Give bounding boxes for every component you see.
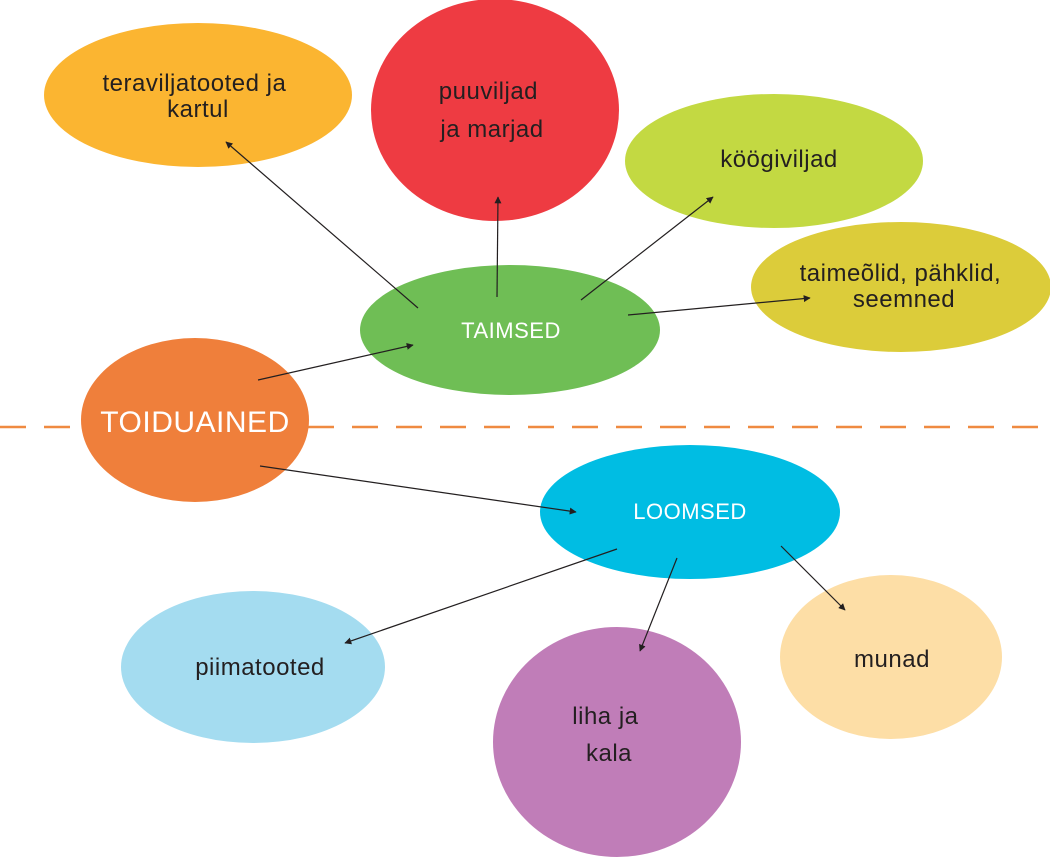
node-koogiviljad (625, 94, 923, 228)
label-munad: munad (854, 646, 930, 673)
label-toiduained: TOIDUAINED (100, 406, 289, 439)
label-puuviljad-line-2: ja marjad (439, 116, 543, 143)
node-munad (780, 575, 1002, 739)
node-taimeolid (751, 222, 1050, 352)
label-taimeolid-line-1: taimeõlid, pähklid, (800, 260, 1002, 287)
arrow-loomsed-to-liha-ja-kala (639, 557, 678, 652)
node-toiduained (81, 338, 309, 502)
label-teraviljatooted-line-2: kartul (167, 96, 229, 123)
label-puuviljad: puuviljad ja marjad (439, 78, 545, 143)
label-teraviljatooted: teraviljatooted ja kartul (103, 70, 294, 123)
label-teraviljatooted-line-1: teraviljatooted ja (103, 70, 287, 97)
arrow-toiduained-to-loomsed (259, 465, 577, 515)
label-liha-ja-kala-line-1: liha ja (572, 703, 638, 730)
label-taimeolid-line-2: seemned (853, 286, 955, 313)
node-teraviljatooted (44, 23, 352, 167)
node-loomsed (540, 445, 840, 579)
label-liha-ja-kala: liha ja kala (572, 703, 645, 767)
node-piimatooted (121, 591, 385, 743)
label-taimeolid: taimeõlid, pähklid, seemned (800, 260, 1009, 313)
label-loomsed: LOOMSED (633, 499, 747, 524)
arrow-taimsed-to-koogiviljad (580, 196, 714, 301)
arrow-loomsed-to-munad (780, 545, 846, 611)
arrow-taimsed-to-teraviljatooted (225, 141, 419, 309)
label-liha-ja-kala-line-2: kala (586, 740, 632, 767)
label-piimatooted: piimatooted (195, 654, 325, 681)
label-taimsed: TAIMSED (461, 318, 561, 343)
node-puuviljad (371, 0, 619, 221)
arrow-taimsed-to-puuviljad (494, 196, 502, 298)
arrow-loomsed-to-piimatooted (344, 548, 618, 645)
arrow-taimsed-to-taimeolid (627, 295, 811, 316)
arrow-toiduained-to-taimsed (257, 342, 414, 381)
label-koogiviljad: köögiviljad (720, 146, 838, 173)
label-puuviljad-line-1: puuviljad (439, 78, 538, 105)
node-liha-ja-kala (493, 627, 741, 857)
